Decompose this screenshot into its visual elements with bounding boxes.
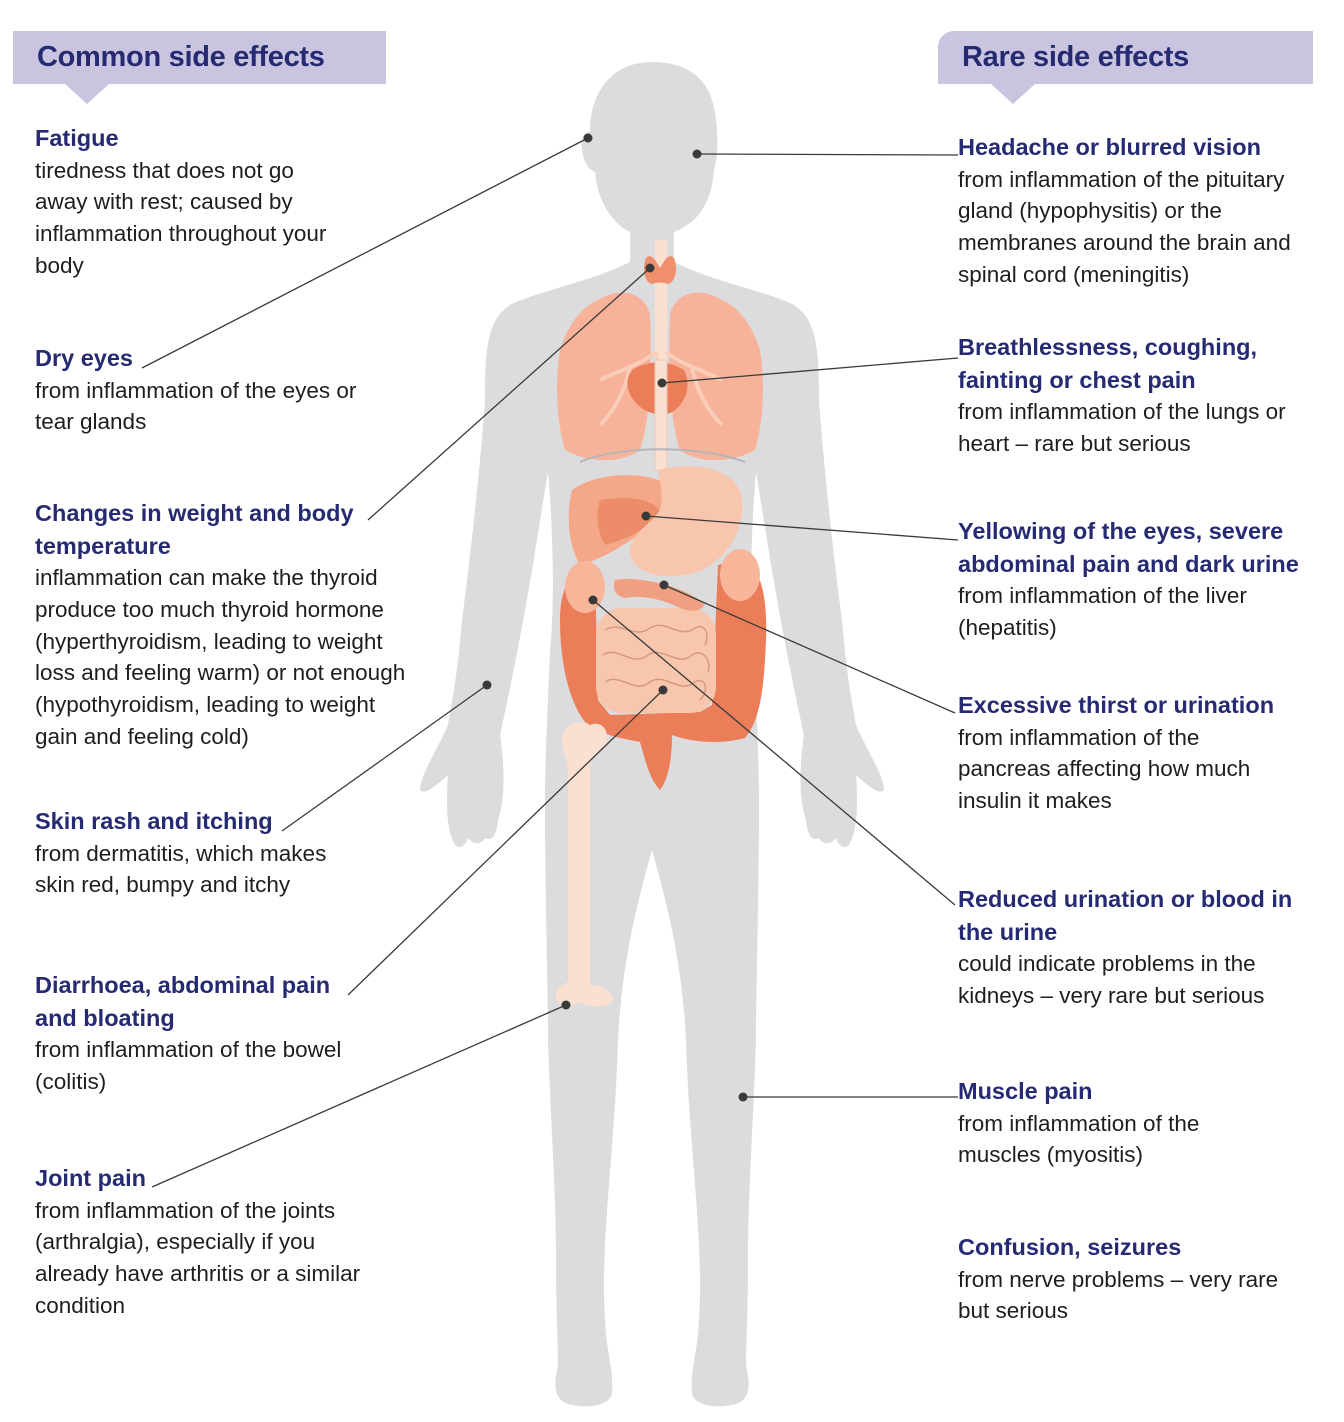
effect-title: Headache or blurred vision [958,134,1261,160]
effect-description: from inflammation of the muscles (myosit… [958,1110,1200,1168]
effect-title: Joint pain [35,1165,146,1191]
pancreas [613,578,705,611]
stomach [629,466,743,577]
effect-title: Skin rash and itching [35,808,273,834]
effect-title: Confusion, seizures [958,1234,1182,1260]
effect-description: from inflammation of the bowel (colitis) [35,1037,342,1094]
effect-fatigue: Fatigue tiredness that does not go away … [35,122,335,282]
right-kidney [720,549,760,601]
leader-dots [482,133,748,1102]
effect-breathlessness: Breathlessness, coughing, fainting or ch… [958,331,1288,460]
effect-headache: Headache or blurred vision from inflamma… [958,131,1328,291]
effect-muscle-pain: Muscle pain from inflammation of the mus… [958,1075,1258,1171]
effect-title: Muscle pain [958,1078,1093,1104]
leader-fatigue [141,137,589,369]
effect-title: Breathlessness, coughing, fainting or ch… [958,334,1258,393]
common-side-effects-header: Common side effects [13,31,386,104]
leader-weight [367,267,651,521]
effect-description: tiredness that does not go away with res… [35,157,327,278]
effect-title: Diarrhoea, abdominal pain and bloating [35,972,331,1031]
colon [560,560,767,790]
effect-description: from dermatitis, which makes skin red, b… [35,840,327,898]
effect-title: Reduced urination or blood in the urine [958,886,1293,945]
effect-title: Fatigue [35,125,119,151]
esophagus [654,359,668,471]
organs [557,240,767,790]
effect-skin-rash: Skin rash and itching from dermatitis, w… [35,805,365,901]
effect-reduced-urination: Reduced urination or blood in the urine … [958,883,1308,1012]
effect-diarrhoea: Diarrhoea, abdominal pain and bloating f… [35,969,360,1098]
effect-title: Yellowing of the eyes, severe abdominal … [958,518,1299,577]
effect-dry-eyes: Dry eyes from inflammation of the eyes o… [35,342,365,438]
leader-liver [645,515,959,541]
effect-joint-pain: Joint pain from inflammation of the join… [35,1162,365,1322]
effect-description: from inflammation of the eyes or tear gl… [35,377,357,435]
leader-headache [696,153,959,156]
effect-description: from nerve problems – very rare but seri… [958,1266,1279,1324]
thyroid [644,256,676,284]
liver-lobe [597,498,660,545]
effect-description: inflammation can make the thyroid produc… [35,565,406,749]
leader-diarrhoea [347,689,664,996]
effect-description: from inflammation of the joints (arthral… [35,1197,361,1318]
rare-side-effects-header: Rare side effects [938,31,1313,104]
trachea [655,240,667,360]
effect-title: Dry eyes [35,345,133,371]
leader-joint [151,1004,567,1188]
effect-confusion-seizures: Confusion, seizures from nerve problems … [958,1231,1308,1327]
leader-skin [281,684,488,832]
effect-weight-temperature: Changes in weight and body temperature i… [35,497,415,753]
leader-lines [141,137,959,1188]
effect-description: from inflammation of the liver (hepatiti… [958,583,1247,640]
common-header-label: Common side effects [37,41,325,73]
effect-description: from inflammation of the pituitary gland… [958,166,1291,287]
effect-title: Excessive thirst or urination [958,692,1275,718]
effect-description: could indicate problems in the kidneys –… [958,951,1265,1008]
rare-header-label: Rare side effects [962,41,1190,73]
diaphragm [579,448,746,463]
leader-breath [661,357,959,384]
effect-description: from inflammation of the lungs or heart … [958,399,1286,456]
leader-pancreas [663,584,956,714]
leader-kidney [592,599,956,906]
effect-description: from inflammation of the pancreas affect… [958,724,1251,814]
femur-bone [555,722,613,1007]
effect-yellowing-eyes: Yellowing of the eyes, severe abdominal … [958,515,1328,644]
effect-excessive-thirst: Excessive thirst or urination from infla… [958,689,1298,817]
effect-title: Changes in weight and body temperature [35,500,354,559]
